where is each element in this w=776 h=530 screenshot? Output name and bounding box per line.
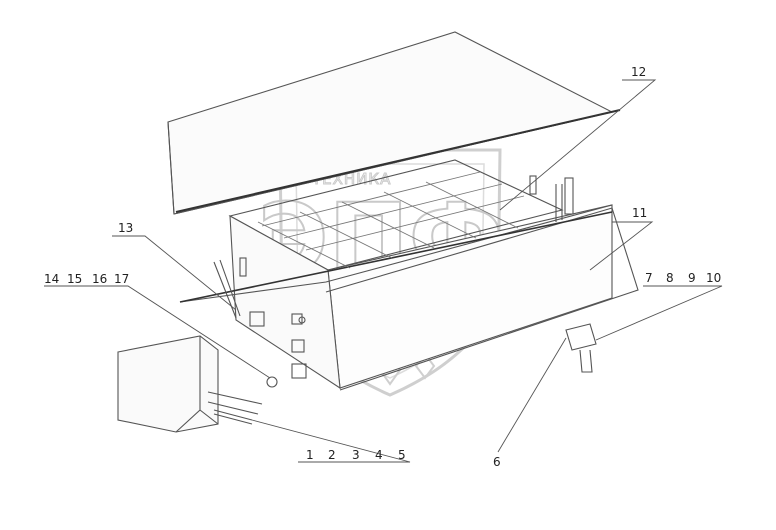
callout-8: 8 [666, 271, 674, 285]
separate-box [117, 335, 263, 433]
callout-16: 16 [92, 272, 107, 286]
callout-labels: 12 11 13 14 15 16 17 7 8 9 10 1 2 3 4 5 … [44, 65, 721, 469]
callout-4: 4 [375, 448, 383, 462]
callout-1: 1 [306, 448, 314, 462]
callout-9: 9 [688, 271, 696, 285]
callout-2: 2 [328, 448, 336, 462]
callout-5: 5 [398, 448, 406, 462]
callout-3: 3 [352, 448, 360, 462]
callout-10: 10 [706, 271, 721, 285]
leader-lines [44, 79, 723, 463]
callout-12: 12 [631, 65, 646, 79]
callout-11: 11 [632, 206, 647, 220]
callout-6: 6 [493, 455, 501, 469]
callout-14: 14 [44, 272, 59, 286]
tray-body [179, 159, 639, 391]
callout-17: 17 [114, 272, 129, 286]
callout-13: 13 [118, 221, 133, 235]
callout-15: 15 [67, 272, 82, 286]
lid [167, 31, 621, 215]
callout-7: 7 [645, 271, 653, 285]
